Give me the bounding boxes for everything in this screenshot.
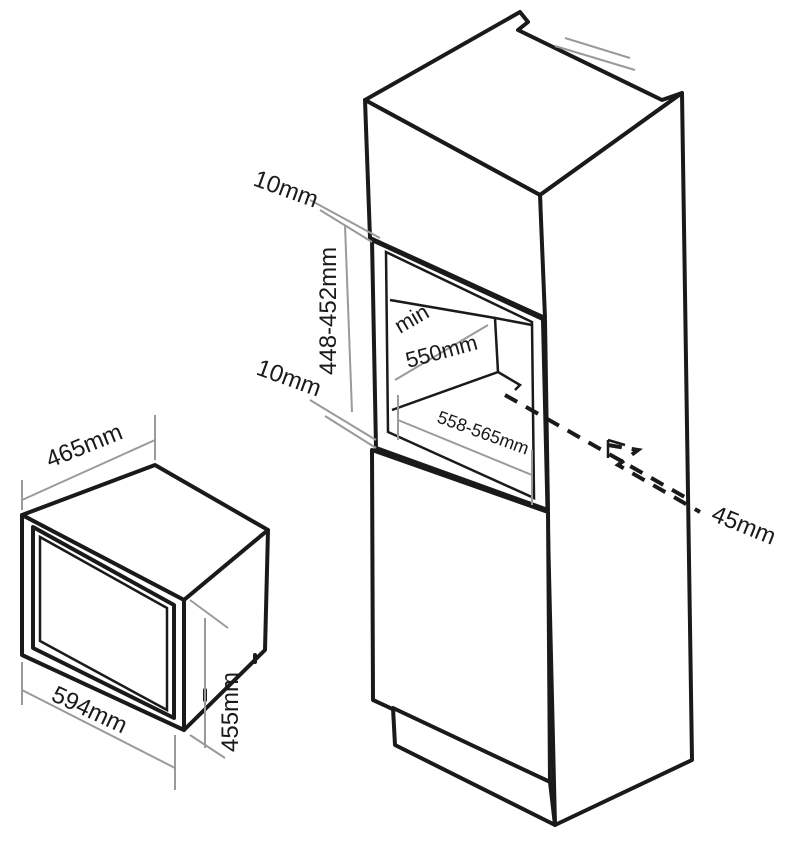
niche-width-line bbox=[397, 419, 533, 476]
cabinet-plinth bbox=[391, 706, 557, 827]
niche-dimensions bbox=[309, 199, 533, 505]
microwave-dimensions bbox=[21, 415, 229, 790]
height-tick-bottom bbox=[189, 734, 226, 759]
height-tick-top bbox=[189, 599, 229, 629]
tall-cabinet bbox=[363, 10, 701, 827]
niche-back-opening bbox=[389, 298, 500, 412]
microwave-front bbox=[20, 513, 186, 732]
depth-line bbox=[21, 439, 156, 501]
min-depth-line bbox=[394, 324, 489, 381]
rear-vent-dashed bbox=[504, 393, 691, 502]
gap-bottom-leader bbox=[309, 399, 377, 441]
cabinet-top-groove bbox=[554, 45, 636, 71]
niche-height-line bbox=[344, 224, 353, 413]
microwave-front-inner bbox=[31, 525, 176, 720]
label-rear-gap: 45mm bbox=[708, 501, 780, 551]
label-gap-top: 10mm bbox=[250, 165, 322, 213]
rear-vent-dashed-lower bbox=[607, 443, 701, 514]
label-min: min bbox=[390, 299, 433, 338]
microwave bbox=[20, 463, 270, 732]
label-min-depth: 550mm bbox=[403, 330, 480, 373]
label-niche-width: 558-565mm bbox=[435, 407, 532, 459]
microwave-door-window bbox=[38, 534, 169, 713]
label-microwave-height: 455mm bbox=[217, 672, 244, 752]
niche-base-cutout bbox=[497, 370, 523, 391]
gap-bottom-tick bbox=[324, 415, 377, 449]
label-niche-height: 448-452mm bbox=[315, 247, 342, 375]
rear-vent-cutout bbox=[607, 438, 626, 447]
gap-top-leader bbox=[309, 199, 381, 239]
niche-inner-frame bbox=[384, 250, 536, 500]
label-microwave-width: 465mm bbox=[42, 419, 126, 474]
niche-back-edge bbox=[494, 316, 533, 327]
cabinet-top-groove bbox=[564, 37, 631, 59]
front-width-line bbox=[21, 689, 176, 769]
